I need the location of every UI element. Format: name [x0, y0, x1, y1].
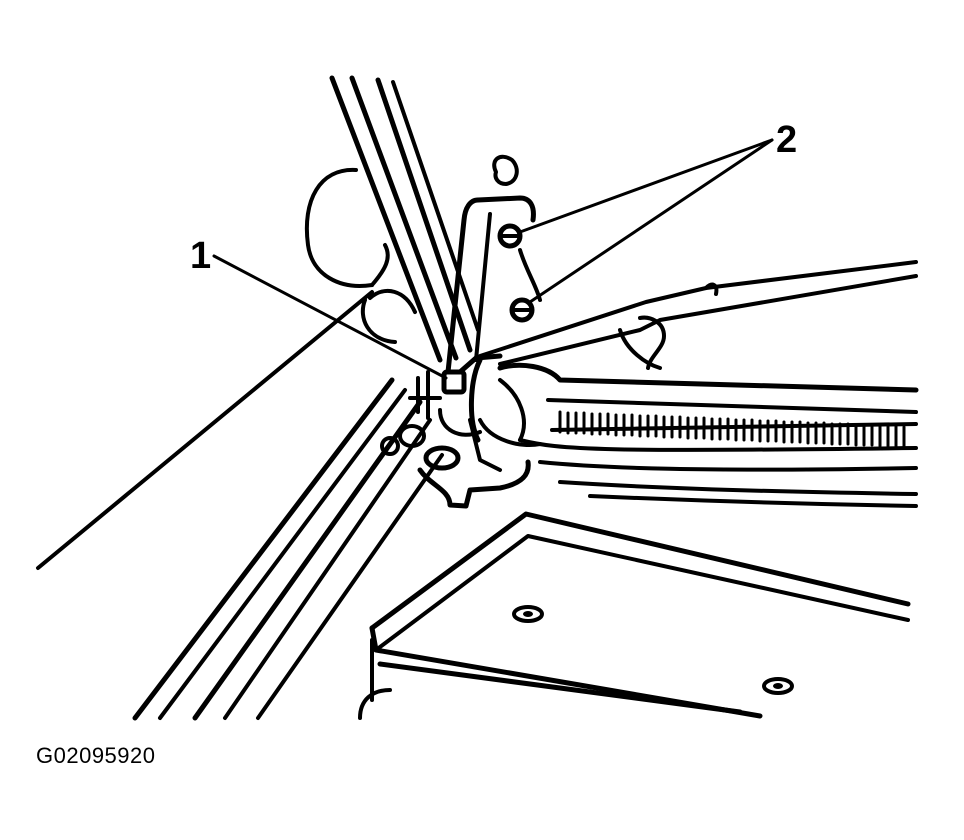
- lower-module: [358, 511, 911, 720]
- hinge-base: [380, 418, 531, 509]
- hinge-bolt-lower: [509, 297, 535, 323]
- callout-2-leader: [518, 138, 774, 304]
- hinge-bolt-upper: [497, 223, 523, 249]
- callout-2-label: 2: [776, 119, 797, 161]
- callout-1-label: 1: [190, 235, 211, 277]
- figure-id: G02095920: [36, 743, 156, 768]
- hinge-bracket: [445, 154, 542, 375]
- weatherstrip-ribs: [558, 410, 906, 449]
- callout-1-leader: [212, 254, 448, 380]
- hood-edge: [329, 75, 480, 363]
- fender-seal: [132, 377, 444, 721]
- hood-curve: [304, 167, 390, 288]
- hinge-lower-mount: [408, 353, 503, 443]
- support-rod: [478, 260, 918, 370]
- fender-line: [36, 288, 417, 570]
- weatherstrip: [478, 362, 919, 508]
